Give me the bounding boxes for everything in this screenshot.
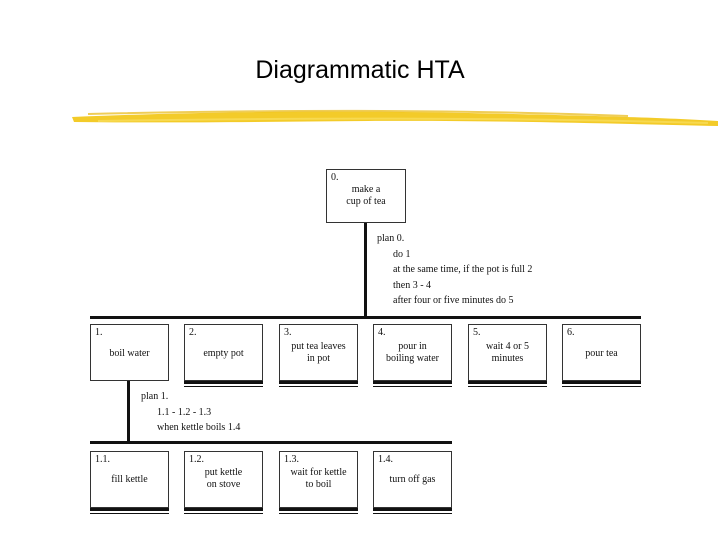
task-box-root: 0. make a cup of tea <box>326 169 406 223</box>
connector-line <box>364 223 367 318</box>
highlighter-underline <box>72 109 718 126</box>
leaf-underline <box>279 508 358 514</box>
plan-line: when kettle boils 1.4 <box>157 422 241 433</box>
plan-heading: plan 1. <box>141 391 169 402</box>
leaf-underline <box>90 508 169 514</box>
subtask-box-1-1: 1.1. fill kettle <box>90 451 169 508</box>
task-label: pour in boiling water <box>385 341 440 364</box>
task-number: 1.2. <box>189 454 204 465</box>
task-label: make a cup of tea <box>346 184 386 207</box>
level-2-bar <box>90 441 452 444</box>
subtask-box-1-3: 1.3. wait for kettle to boil <box>279 451 358 508</box>
slide-title: Diagrammatic HTA <box>255 56 465 84</box>
task-label: empty pot <box>203 348 244 359</box>
task-box-5: 5. wait 4 or 5 minutes <box>468 324 547 381</box>
task-label: put tea leaves in pot <box>291 341 346 364</box>
task-box-1: 1. boil water <box>90 324 169 381</box>
plan-line: at the same time, if the pot is full 2 <box>393 264 533 275</box>
task-label: pour tea <box>585 348 618 359</box>
connector-line <box>127 381 130 443</box>
task-label: boil water <box>109 348 150 359</box>
leaf-underline <box>184 381 263 387</box>
leaf-underline <box>373 508 452 514</box>
task-number: 6. <box>567 327 575 338</box>
task-label: fill kettle <box>111 474 148 485</box>
leaf-underline <box>562 381 641 387</box>
task-number: 1. <box>95 327 103 338</box>
task-box-2: 2. empty pot <box>184 324 263 381</box>
task-label: put kettle on stove <box>204 467 243 490</box>
task-number: 0. <box>331 172 339 183</box>
leaf-underline <box>373 381 452 387</box>
task-number: 2. <box>189 327 197 338</box>
plan-line: after four or five minutes do 5 <box>393 295 514 306</box>
plan-line: 1.1 - 1.2 - 1.3 <box>157 406 212 418</box>
leaf-underline <box>184 508 263 514</box>
task-box-4: 4. pour in boiling water <box>373 324 452 381</box>
leaf-underline <box>279 381 358 387</box>
task-label: turn off gas <box>389 474 436 485</box>
leaf-underline <box>468 381 547 387</box>
task-box-6: 6. pour tea <box>562 324 641 381</box>
task-number: 3. <box>284 327 292 338</box>
task-box-3: 3. put tea leaves in pot <box>279 324 358 381</box>
level-1-bar <box>90 316 641 319</box>
plan-line: then 3 - 4 <box>393 279 432 291</box>
subtask-box-1-4: 1.4. turn off gas <box>373 451 452 508</box>
task-number: 4. <box>378 327 386 338</box>
subtask-box-1-2: 1.2. put kettle on stove <box>184 451 263 508</box>
task-number: 1.4. <box>378 454 393 465</box>
plan-0: plan 0. do 1 at the same time, if the po… <box>377 231 532 309</box>
task-number: 1.3. <box>284 454 299 465</box>
task-number: 5. <box>473 327 481 338</box>
plan-heading: plan 0. <box>377 233 405 244</box>
plan-line: do 1 <box>393 248 411 260</box>
plan-1: plan 1. 1.1 - 1.2 - 1.3 when kettle boil… <box>141 389 240 436</box>
task-label: wait 4 or 5 minutes <box>485 341 530 364</box>
task-number: 1.1. <box>95 454 110 465</box>
task-label: wait for kettle to boil <box>290 467 347 490</box>
